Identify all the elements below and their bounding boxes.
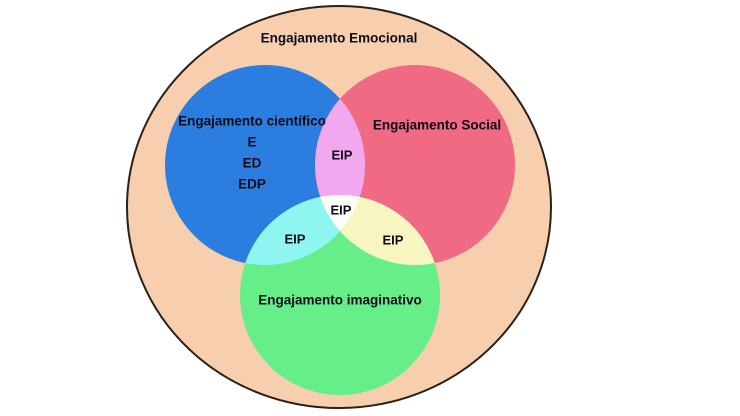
code-label-ed: ED — [243, 156, 262, 171]
code-label-e: E — [247, 135, 256, 150]
intersection-region-social-imaginativo — [315, 195, 440, 265]
set-label-cientifico: Engajamento científico — [178, 114, 326, 129]
intersection-label-center-all-three: EIP — [331, 202, 352, 217]
outer-universe-label: Engajamento Emocional — [261, 31, 418, 46]
intersection-label-cientifico-social: EIP — [332, 147, 353, 162]
intersection-label-cientifico-imaginativo: EIP — [285, 231, 306, 246]
code-label-edp: EDP — [238, 177, 266, 192]
intersection-region-cientifico-imaginativo — [240, 195, 365, 265]
set-label-imaginativo: Engajamento imaginativo — [258, 293, 422, 308]
set-label-social: Engajamento Social — [373, 118, 501, 133]
intersection-label-social-imaginativo: EIP — [383, 232, 404, 247]
